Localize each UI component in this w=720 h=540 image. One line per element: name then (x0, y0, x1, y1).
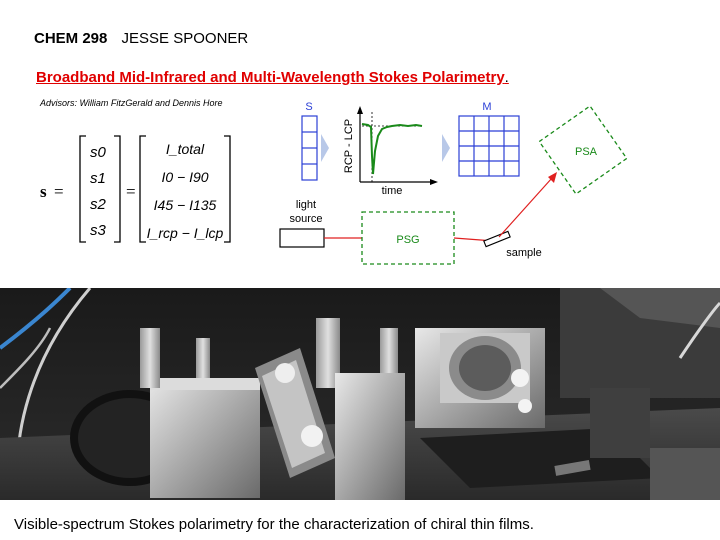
title-text: Broadband Mid-Infrared and Multi-Wavelen… (36, 69, 505, 86)
bracket-right-close (224, 135, 231, 243)
plot-x-label: time (382, 185, 403, 197)
bracket-right-open (139, 135, 146, 243)
plot-signal-line (361, 123, 423, 175)
s-vector-grid (301, 115, 318, 181)
sample-label: sample (506, 247, 541, 259)
polarimetry-diagram: S time RCP - LCP M PSA light source (279, 101, 628, 265)
psa-label: PSA (575, 146, 598, 158)
light-source-label-1: light (296, 199, 316, 211)
slide-title: Broadband Mid-Infrared and Multi-Wavelen… (36, 69, 509, 86)
intensity-total: I_total (166, 141, 205, 157)
stokes-vector-symbol: s (40, 182, 47, 201)
beam-arrowhead (548, 172, 557, 183)
stokes-s2: s2 (90, 196, 107, 213)
stokes-s3: s3 (90, 222, 107, 239)
plot-y-label: RCP - LCP (343, 119, 355, 173)
light-source-label-2: source (289, 213, 322, 225)
equals-sign-2: = (126, 182, 136, 201)
psg-label: PSG (396, 234, 419, 246)
stokes-equation: s = s0 s1 s2 s3 = I_total I0 − I90 I45 −… (40, 135, 231, 243)
intensity-linear-0-90: I0 − I90 (161, 169, 208, 185)
psa-box (538, 105, 628, 195)
rcp-lcp-plot: time RCP - LCP (343, 106, 438, 197)
course-code: CHEM 298 (34, 30, 108, 47)
stokes-s0: s0 (90, 144, 107, 161)
bracket-left-open (79, 135, 86, 243)
intensity-linear-45-135: I45 − I135 (154, 197, 217, 213)
title-punctuation: . (504, 69, 509, 86)
light-source-box (279, 228, 325, 248)
m-matrix-label: M (482, 101, 491, 113)
stokes-s1: s1 (90, 170, 106, 187)
s-vector-label: S (305, 101, 312, 113)
author-name: JESSE SPOONER (121, 30, 249, 47)
plot-y-arrowhead (357, 106, 363, 114)
apparatus-photo (0, 288, 720, 500)
intensity-circular: I_rcp − I_lcp (147, 225, 224, 241)
sample-slide (483, 230, 511, 248)
slide-caption: Visible-spectrum Stokes polarimetry for … (14, 516, 534, 533)
plot-x-arrowhead (430, 179, 438, 185)
m-matrix-grid (458, 115, 520, 177)
equals-sign: = (54, 182, 64, 201)
psg-box (361, 211, 455, 265)
flow-arrow-right-2 (442, 134, 450, 162)
slide-header: CHEM 298 JESSE SPOONER (34, 30, 248, 47)
advisors-line: Advisors: William FitzGerald and Dennis … (40, 98, 223, 108)
bracket-left-close (114, 135, 121, 243)
flow-arrow-right (321, 134, 329, 162)
beam-sample-psa (498, 177, 553, 238)
